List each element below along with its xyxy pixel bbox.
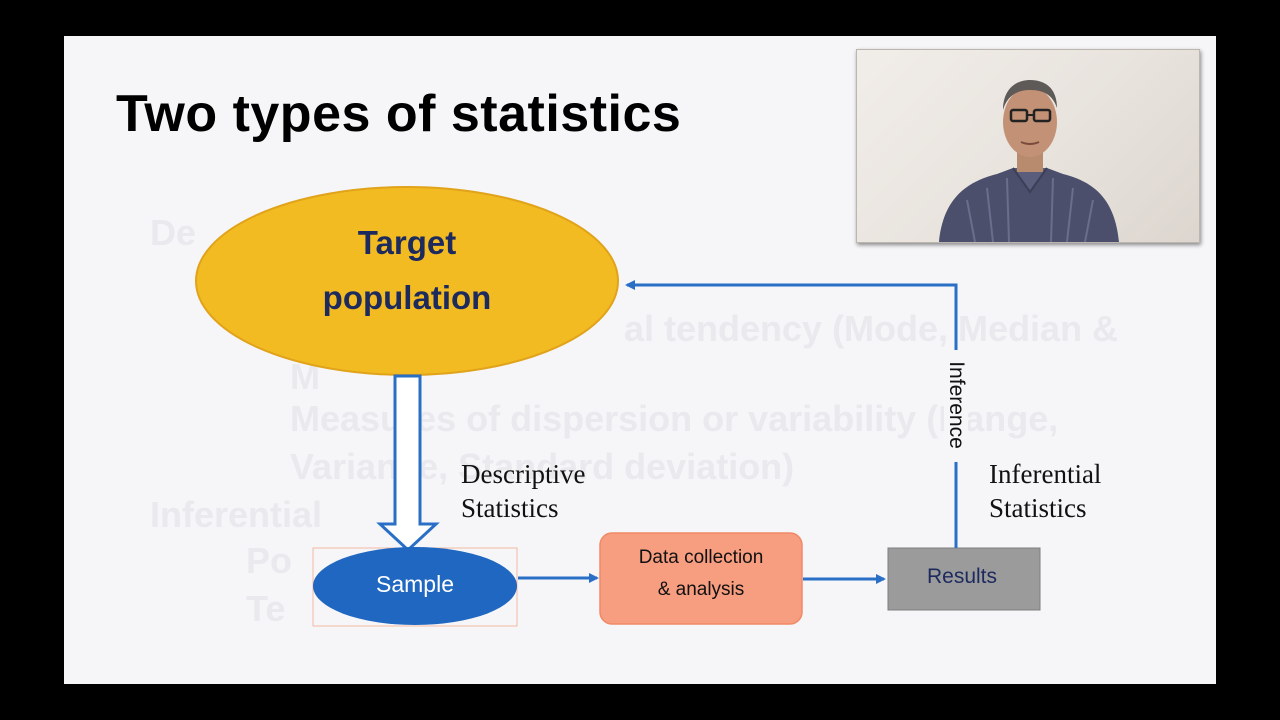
target-population-label-line2: population xyxy=(323,279,492,316)
results-node: Results xyxy=(887,547,1041,611)
inference-label-backdrop xyxy=(944,350,968,462)
sample-label: Sample xyxy=(376,571,454,597)
sample-node: Sample xyxy=(313,547,517,625)
target-population-node: Target population xyxy=(195,186,619,376)
descriptive-down-arrow xyxy=(376,374,440,553)
data-collection-node: Data collection & analysis xyxy=(599,532,803,625)
slide-title: Two types of statistics xyxy=(116,85,682,143)
statistics-flow-diagram: Target population Sample Data collection… xyxy=(195,186,1041,627)
data-collection-label-line1: Data collection xyxy=(639,547,764,568)
inferential-statistics-label: Inferential Statistics xyxy=(989,459,1102,523)
presenter-video xyxy=(856,49,1200,243)
presenter-icon xyxy=(939,80,1119,242)
data-collection-label-line2: & analysis xyxy=(658,579,745,600)
inference-label: Inference xyxy=(945,361,968,449)
target-population-label-line1: Target xyxy=(358,224,456,261)
inference-arrow xyxy=(625,280,958,548)
results-label: Results xyxy=(927,565,997,588)
descriptive-statistics-label: Descriptive Statistics xyxy=(461,459,586,523)
